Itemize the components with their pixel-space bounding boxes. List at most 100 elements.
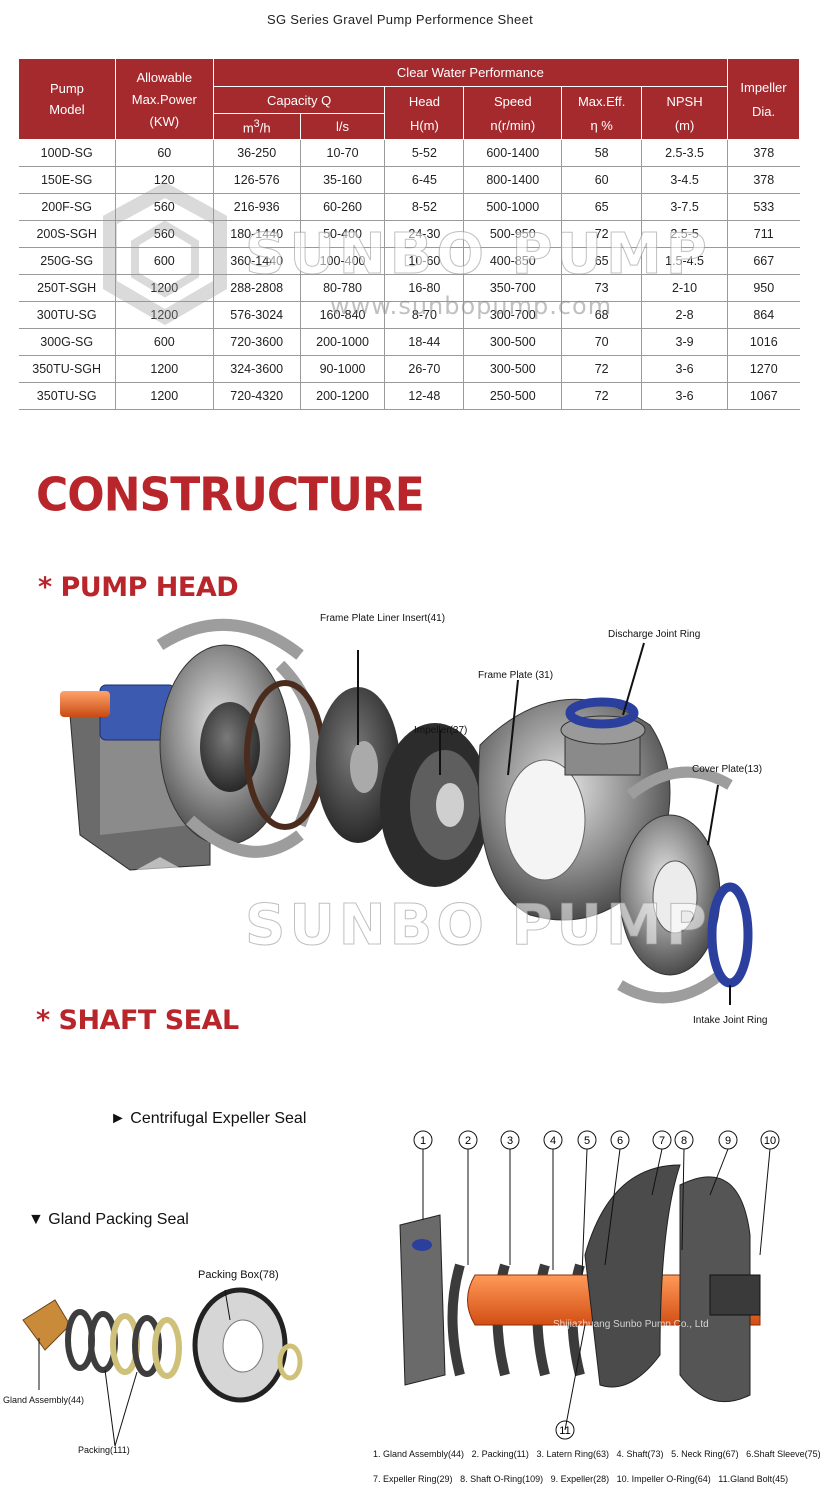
callout-number: 3 bbox=[507, 1135, 513, 1147]
gland-packing-seal-heading: ▼ Gland Packing Seal bbox=[28, 1211, 189, 1228]
table-cell: 1200 bbox=[115, 355, 214, 383]
table-cell: 72 bbox=[561, 220, 643, 248]
pump-head-illustration bbox=[60, 618, 753, 1005]
table-cell: 10-70 bbox=[300, 139, 386, 167]
label-packing-box: Packing Box(78) bbox=[198, 1269, 279, 1281]
callout-line bbox=[709, 1148, 729, 1196]
table-cell: 58 bbox=[561, 139, 643, 167]
header-npsh: NPSH(m) bbox=[641, 86, 728, 140]
callout-number: 1 bbox=[420, 1135, 426, 1147]
callout-circle bbox=[500, 1130, 520, 1150]
table-cell: 3-9 bbox=[641, 328, 728, 356]
label-frame-plate: Frame Plate (31) bbox=[478, 670, 554, 681]
table-cell: 200-1000 bbox=[300, 328, 386, 356]
table-cell: 500-1000 bbox=[463, 193, 563, 221]
table-cell: 200-1200 bbox=[300, 382, 386, 410]
table-cell: 2-8 bbox=[641, 301, 728, 329]
table-cell: 2-10 bbox=[641, 274, 728, 302]
table-cell: 68 bbox=[561, 301, 643, 329]
table-cell: 300-500 bbox=[463, 355, 563, 383]
callout-line bbox=[651, 1148, 663, 1196]
table-cell: 600 bbox=[115, 328, 214, 356]
callout-line bbox=[681, 1148, 685, 1251]
watermark-brand-top: SUNBO PUMP bbox=[245, 222, 711, 288]
table-cell: 150E-SG bbox=[18, 166, 116, 194]
table-cell: 18-44 bbox=[384, 328, 465, 356]
callout-circle bbox=[652, 1130, 672, 1150]
label-gland-assembly: Gland Assembly(44) bbox=[3, 1395, 85, 1405]
table-cell: 180-1440 bbox=[213, 220, 301, 248]
table-cell: 600 bbox=[115, 247, 214, 275]
table-cell: 350-700 bbox=[463, 274, 563, 302]
table-cell: 324-3600 bbox=[213, 355, 301, 383]
table-cell: 576-3024 bbox=[213, 301, 301, 329]
callout-number: 4 bbox=[550, 1135, 556, 1147]
callout-circle bbox=[718, 1130, 738, 1150]
table-cell: 100D-SG bbox=[18, 139, 116, 167]
table-cell: 5-52 bbox=[384, 139, 465, 167]
label-cover-plate: Cover Plate(13) bbox=[692, 764, 763, 775]
table-cell: 36-250 bbox=[213, 139, 301, 167]
table-cell: 720-4320 bbox=[213, 382, 301, 410]
label-intake-joint-ring: Intake Joint Ring bbox=[693, 1015, 768, 1026]
table-cell: 288-2808 bbox=[213, 274, 301, 302]
callout-number: 11 bbox=[559, 1425, 570, 1437]
table-cell: 50-400 bbox=[300, 220, 386, 248]
table-cell: 400-850 bbox=[463, 247, 563, 275]
legend-item: 10. Impeller O-Ring(64) bbox=[616, 1474, 711, 1484]
legend-item: 1. Gland Assembly(44) bbox=[373, 1449, 465, 1459]
label-impeller: Impeller(37) bbox=[414, 725, 468, 736]
table-cell: 1200 bbox=[115, 382, 214, 410]
header-ls: l/s bbox=[299, 113, 386, 140]
table-cell: 250-500 bbox=[463, 382, 563, 410]
callout-number: 5 bbox=[584, 1135, 590, 1147]
callout-number: 8 bbox=[681, 1135, 687, 1147]
table-cell: 24-30 bbox=[384, 220, 465, 248]
callout-circle bbox=[674, 1130, 694, 1150]
table-cell: 120 bbox=[115, 166, 214, 194]
callout-number: 9 bbox=[725, 1135, 731, 1147]
table-cell: 1270 bbox=[727, 355, 800, 383]
header-capacity: Capacity Q bbox=[212, 86, 386, 114]
table-cell: 100-400 bbox=[300, 247, 386, 275]
callout-line bbox=[581, 1148, 588, 1276]
header-allowable-power: Allowable Max.Power (KW) bbox=[114, 58, 214, 140]
table-cell: 1.5-4.5 bbox=[641, 247, 728, 275]
gland-packing-illustration bbox=[22, 1287, 303, 1447]
legend-item: 5. Neck Ring(67) bbox=[671, 1449, 739, 1459]
callout-circle bbox=[610, 1130, 630, 1150]
table-cell: 60-260 bbox=[300, 193, 386, 221]
watermark-brand-bottom: SUNBO PUMP bbox=[245, 893, 711, 959]
table-cell: 1200 bbox=[115, 274, 214, 302]
legend-item: 4. Shaft(73) bbox=[616, 1449, 664, 1459]
table-cell: 73 bbox=[561, 274, 643, 302]
table-cell: 300TU-SG bbox=[18, 301, 116, 329]
legend-item: 2. Packing(11) bbox=[471, 1449, 529, 1459]
table-cell: 216-936 bbox=[213, 193, 301, 221]
table-cell: 16-80 bbox=[384, 274, 465, 302]
table-cell: 800-1400 bbox=[463, 166, 563, 194]
callout-line bbox=[759, 1148, 771, 1256]
table-cell: 60 bbox=[115, 139, 214, 167]
watermark-logo-bottom bbox=[98, 857, 222, 1001]
label-discharge-joint-ring: Discharge Joint Ring bbox=[608, 629, 701, 640]
callout-number: 2 bbox=[465, 1135, 471, 1147]
header-clear-water: Clear Water Performance bbox=[212, 58, 729, 87]
legend-row-1: 1. Gland Assembly(44) 2. Packing(11) 3. … bbox=[373, 1449, 821, 1459]
legend-row-2: 7. Expeller Ring(29) 8. Shaft O-Ring(109… bbox=[373, 1474, 788, 1484]
table-cell: 533 bbox=[727, 193, 800, 221]
table-cell: 3-7.5 bbox=[641, 193, 728, 221]
table-cell: 3-6 bbox=[641, 355, 728, 383]
table-cell: 350TU-SG bbox=[18, 382, 116, 410]
centrifugal-expeller-seal-heading: ► Centrifugal Expeller Seal bbox=[110, 1110, 307, 1127]
table-cell: 72 bbox=[561, 382, 643, 410]
table-cell: 720-3600 bbox=[213, 328, 301, 356]
table-cell: 90-1000 bbox=[300, 355, 386, 383]
